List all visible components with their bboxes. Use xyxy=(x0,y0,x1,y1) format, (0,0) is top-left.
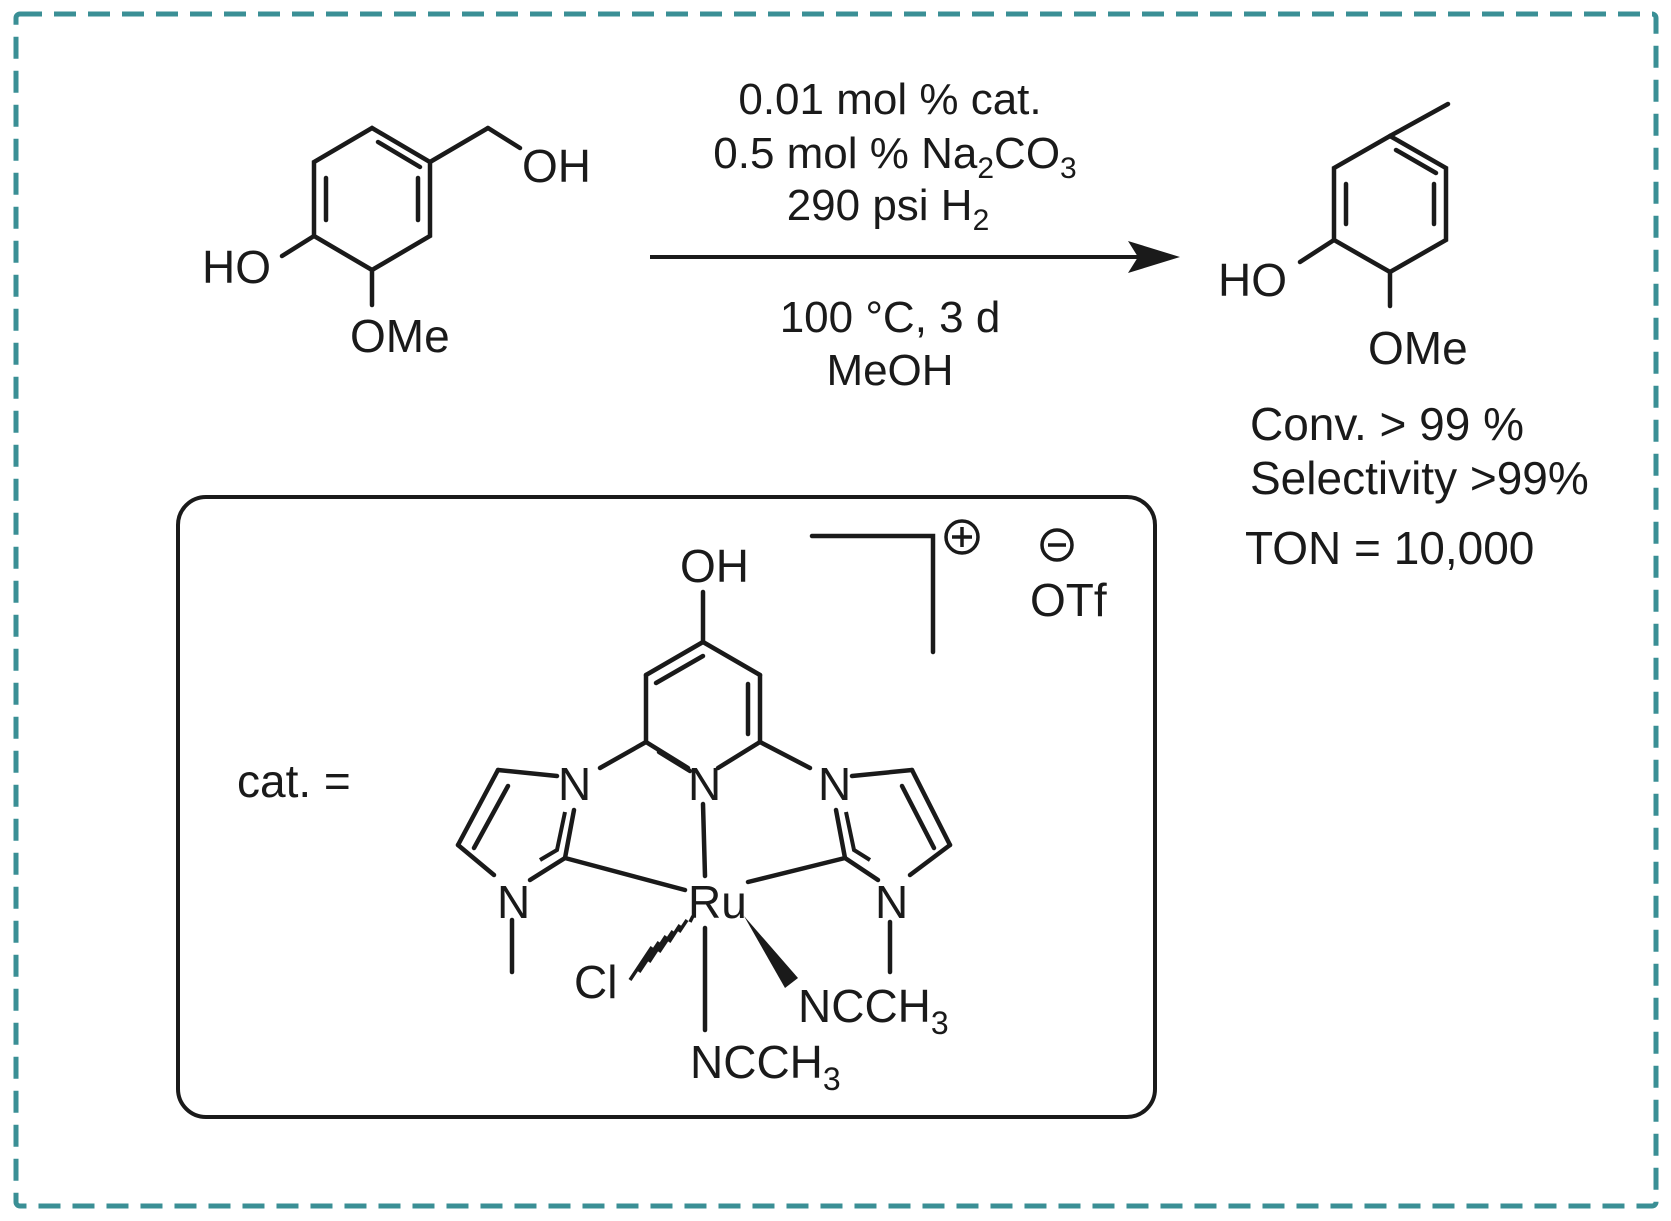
left-imidazole-n-top: N xyxy=(558,758,591,810)
acetonitrile-right: NCCH3 xyxy=(798,980,949,1041)
right-imidazole-n-bottom: N xyxy=(875,876,908,928)
temperature-time: 100 °C, 3 d xyxy=(780,293,1001,342)
reaction-arrow-head xyxy=(1128,241,1180,273)
right-imidazole-n-top: N xyxy=(818,758,851,810)
product-ho-label: HO xyxy=(1218,254,1287,306)
catalyst-label: cat. = xyxy=(237,755,351,807)
reactant-structure: OH HO OMe xyxy=(202,125,591,362)
catalyst-structure: OH N N N N N Ru xyxy=(455,519,1107,1097)
selectivity-text: Selectivity >99% xyxy=(1250,452,1589,504)
pyridine-n-label: N xyxy=(688,758,721,810)
catalyst-loading: 0.01 mol % cat. xyxy=(738,75,1041,124)
triflate-label: OTf xyxy=(1030,574,1107,626)
minus-charge-circle xyxy=(1040,528,1074,562)
product-ome-label: OMe xyxy=(1368,322,1468,374)
hashed-wedge-bond xyxy=(628,915,695,981)
base-loading: 0.5 mol % Na2CO3 xyxy=(713,129,1076,185)
hydrogen-pressure: 290 psi H2 xyxy=(787,181,990,237)
catalyst-oh-label: OH xyxy=(680,540,749,592)
ruthenium-label: Ru xyxy=(688,876,747,928)
conversion-text: Conv. > 99 % xyxy=(1250,398,1524,450)
reactant-ome-label: OMe xyxy=(350,310,450,362)
plus-charge-circle xyxy=(944,519,980,555)
catalyst-box xyxy=(176,495,1157,1119)
solvent: MeOH xyxy=(826,346,953,395)
chloride-label: Cl xyxy=(574,956,617,1008)
product-structure: HO OMe xyxy=(1218,101,1468,374)
cation-bracket xyxy=(809,533,936,655)
acetonitrile-bottom: NCCH3 xyxy=(690,1036,841,1097)
reaction-conditions: 0.01 mol % cat. 0.5 mol % Na2CO3 290 psi… xyxy=(650,75,1180,395)
reactant-ho-label: HO xyxy=(202,241,271,293)
bold-wedge-bond xyxy=(744,916,798,988)
ton-text: TON = 10,000 xyxy=(1245,522,1534,574)
dashed-frame xyxy=(13,11,1659,1209)
reactant-oh-label: OH xyxy=(522,140,591,192)
